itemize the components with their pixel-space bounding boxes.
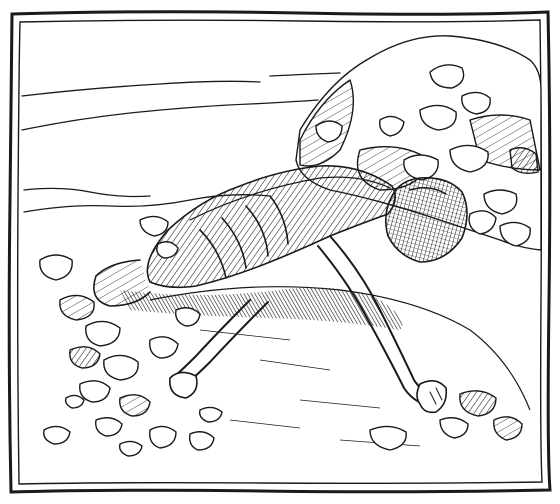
picture-frame bbox=[7, 10, 552, 494]
foreground-stones bbox=[39, 215, 523, 457]
lying-figure bbox=[93, 165, 468, 414]
rock-hill bbox=[295, 35, 542, 251]
